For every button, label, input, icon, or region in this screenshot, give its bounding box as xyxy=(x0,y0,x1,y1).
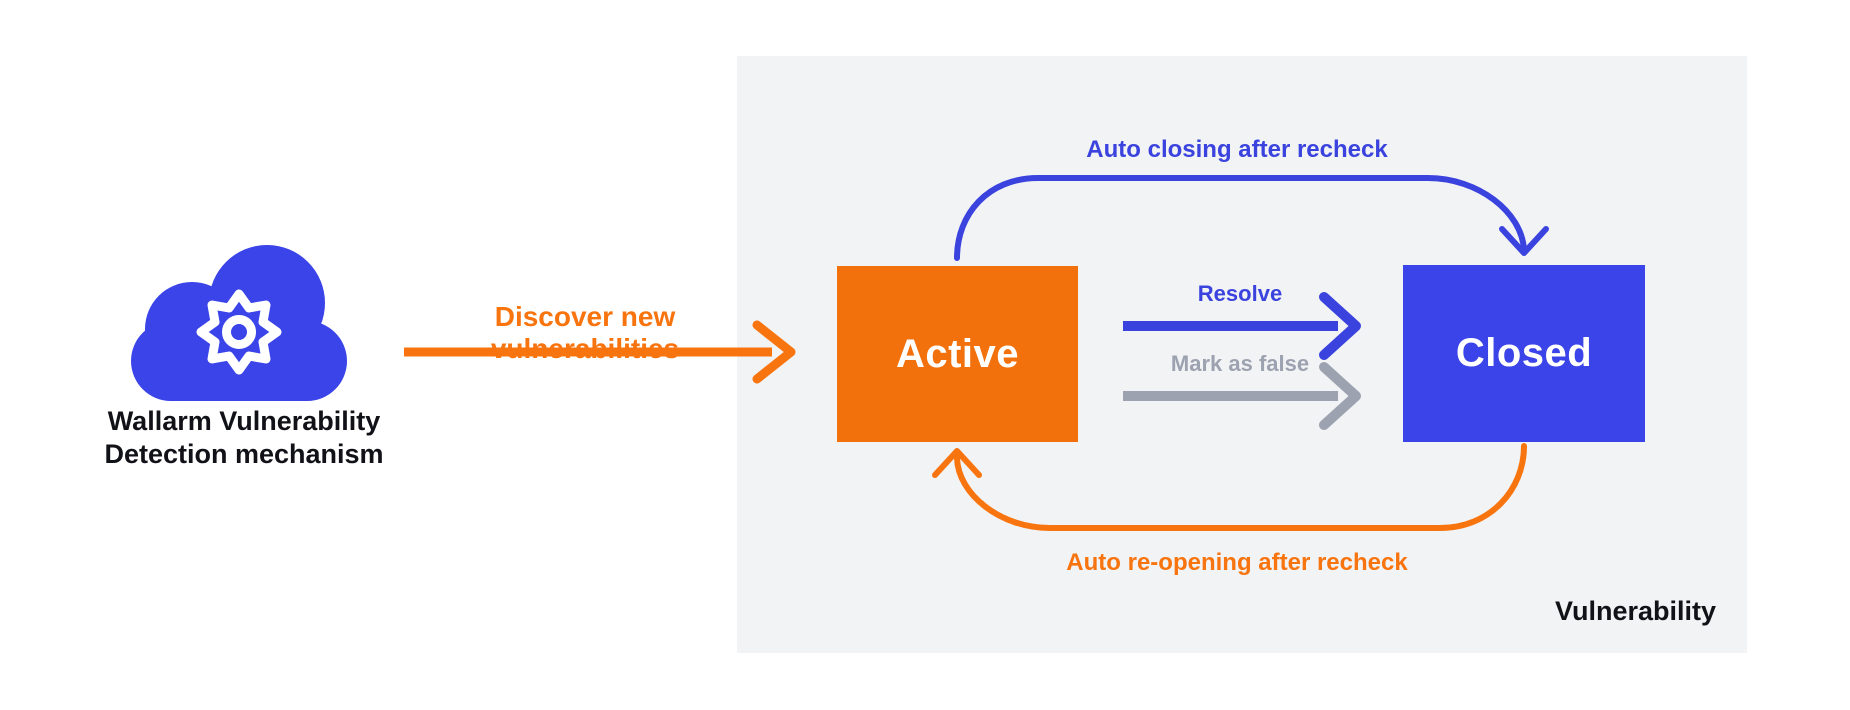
panel-caption: Vulnerability xyxy=(1554,596,1716,626)
source-label-line1: Wallarm Vulnerability xyxy=(107,406,381,436)
auto-reopening-label: Auto re-opening after recheck xyxy=(1066,549,1408,576)
resolve-label: Resolve xyxy=(1197,281,1283,306)
mark-as-false-label: Mark as false xyxy=(1170,351,1310,376)
discover-arrow-label: Discover new vulnerabilities xyxy=(490,301,680,364)
state-active-label: Active xyxy=(895,331,1020,376)
state-closed-box: Closed xyxy=(1403,265,1645,442)
auto-closing-label: Auto closing after recheck xyxy=(1086,136,1388,163)
state-closed-label: Closed xyxy=(1455,331,1593,375)
source-label-line2: Detection mechanism xyxy=(104,439,384,470)
cloud-gear-icon xyxy=(128,243,350,401)
state-active-box: Active xyxy=(837,266,1078,442)
source-label: Wallarm Vulnerability Detection mechanis… xyxy=(78,405,410,471)
